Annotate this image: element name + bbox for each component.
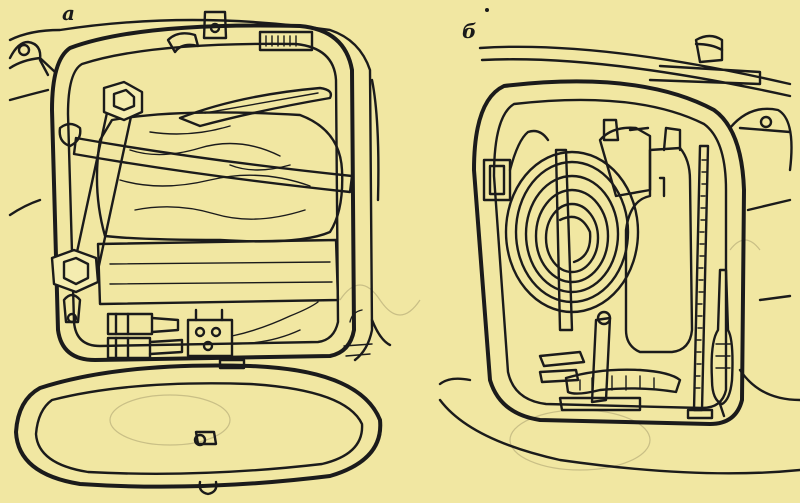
strap-buckle (482, 158, 512, 202)
spark-plug-wrench (564, 368, 682, 395)
right-body-contour (478, 45, 792, 98)
left-hinge-bracket (8, 40, 50, 77)
lower-shelf (96, 238, 340, 306)
terminal-block (186, 301, 319, 358)
right-compartment-inner (492, 98, 728, 410)
left-compartment-frame (50, 23, 356, 362)
tire-lever (178, 86, 333, 128)
label-a: а (62, 1, 75, 25)
box-wrench (72, 106, 134, 272)
screwdriver (710, 268, 734, 406)
bottle (624, 146, 694, 354)
pliers (538, 350, 586, 384)
lid-latch (194, 430, 218, 446)
fuse-holders (106, 312, 184, 360)
panel-b (438, 34, 800, 475)
coiled-inner-tube (504, 148, 640, 332)
right-compartment-frame (472, 79, 746, 426)
label-b: б (462, 19, 476, 43)
hex-socket-bottom (50, 248, 100, 294)
compartment-lid (14, 363, 383, 489)
top-latch (202, 10, 228, 40)
hex-socket-top (102, 80, 144, 122)
left-body-contour (8, 18, 374, 362)
panel-a (8, 10, 392, 496)
ruler (692, 144, 710, 412)
pump-fitting (258, 30, 314, 52)
lid-inner-rim (34, 382, 364, 475)
retaining-strap (72, 136, 354, 194)
dot-mark (485, 8, 489, 12)
